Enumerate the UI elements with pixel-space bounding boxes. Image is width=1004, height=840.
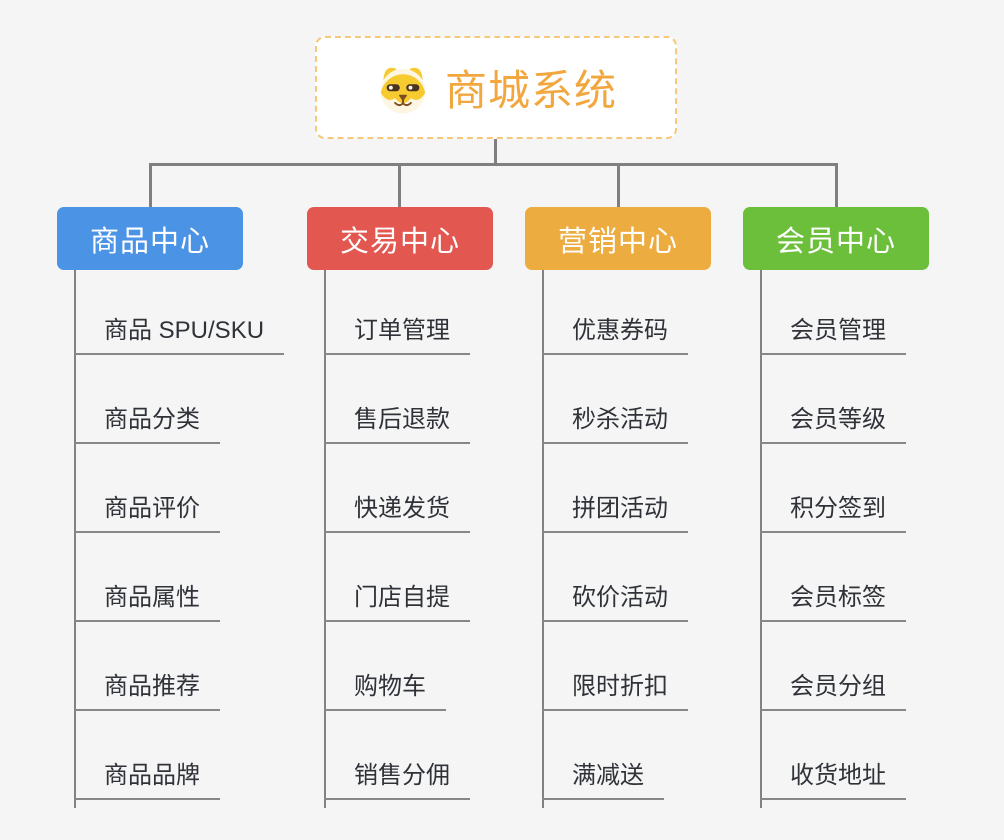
branch-children: 会员管理 会员等级 积分签到 会员标签 会员分组 收货地址 <box>760 266 906 800</box>
child-node: 售后退款 <box>324 355 470 444</box>
branch-head-marketing-center[interactable]: 营销中心 <box>525 207 711 270</box>
child-node-label[interactable]: 会员等级 <box>760 399 906 444</box>
dog-face-icon <box>380 67 426 114</box>
child-node: 商品分类 <box>74 355 284 444</box>
connector-drop-trade <box>398 163 401 208</box>
child-node-label[interactable]: 优惠券码 <box>542 310 688 355</box>
branch-head-member-center[interactable]: 会员中心 <box>743 207 929 270</box>
child-node-label[interactable]: 满减送 <box>542 755 664 800</box>
branch-product-center: 商品中心 商品 SPU/SKU 商品分类 商品评价 商品属性 商品推荐 商品品牌 <box>57 207 307 817</box>
branch-spine <box>324 270 326 808</box>
child-node-label[interactable]: 商品属性 <box>74 577 220 622</box>
child-node-label[interactable]: 订单管理 <box>324 310 470 355</box>
child-node: 商品评价 <box>74 444 284 533</box>
child-node-label[interactable]: 商品推荐 <box>74 666 220 711</box>
child-node-label[interactable]: 砍价活动 <box>542 577 688 622</box>
root-node[interactable]: 商城系统 <box>315 36 677 139</box>
child-node: 会员分组 <box>760 622 906 711</box>
child-node-label[interactable]: 会员管理 <box>760 310 906 355</box>
branch-children: 优惠券码 秒杀活动 拼团活动 砍价活动 限时折扣 满减送 <box>542 266 688 800</box>
connector-drop-member <box>835 163 838 208</box>
child-node: 门店自提 <box>324 533 470 622</box>
child-node: 会员管理 <box>760 266 906 355</box>
connector-drop-marketing <box>617 163 620 208</box>
child-node: 会员标签 <box>760 533 906 622</box>
child-node: 快递发货 <box>324 444 470 533</box>
child-node-label[interactable]: 会员分组 <box>760 666 906 711</box>
root-title: 商城系统 <box>444 67 617 114</box>
child-node: 商品属性 <box>74 533 284 622</box>
child-node-label[interactable]: 限时折扣 <box>542 666 688 711</box>
child-node-label[interactable]: 拼团活动 <box>542 488 688 533</box>
child-node: 秒杀活动 <box>542 355 688 444</box>
child-node: 满减送 <box>542 711 688 800</box>
connector-drop-product <box>149 163 152 208</box>
connector-horizontal <box>149 163 838 166</box>
child-node: 限时折扣 <box>542 622 688 711</box>
child-node: 砍价活动 <box>542 533 688 622</box>
child-node: 优惠券码 <box>542 266 688 355</box>
branch-children: 订单管理 售后退款 快递发货 门店自提 购物车 销售分佣 <box>324 266 470 800</box>
branch-spine <box>74 270 76 808</box>
child-node: 商品 SPU/SKU <box>74 266 285 355</box>
child-node-label[interactable]: 会员标签 <box>760 577 906 622</box>
child-node: 订单管理 <box>324 266 470 355</box>
branch-trade-center: 交易中心 订单管理 售后退款 快递发货 门店自提 购物车 销售分佣 <box>307 207 557 817</box>
branch-head-trade-center[interactable]: 交易中心 <box>307 207 493 270</box>
child-node: 购物车 <box>324 622 470 711</box>
child-node-label[interactable]: 秒杀活动 <box>542 399 688 444</box>
branch-spine <box>542 270 544 808</box>
child-node-label[interactable]: 积分签到 <box>760 488 906 533</box>
child-node-label[interactable]: 收货地址 <box>760 755 906 800</box>
child-node-label[interactable]: 销售分佣 <box>324 755 470 800</box>
child-node: 收货地址 <box>760 711 906 800</box>
child-node: 积分签到 <box>760 444 906 533</box>
child-node: 会员等级 <box>760 355 906 444</box>
child-node-label[interactable]: 购物车 <box>324 666 446 711</box>
child-node-label[interactable]: 商品评价 <box>74 488 220 533</box>
child-node-label[interactable]: 商品品牌 <box>74 755 220 800</box>
branch-children: 商品 SPU/SKU 商品分类 商品评价 商品属性 商品推荐 商品品牌 <box>74 266 285 800</box>
branch-member-center: 会员中心 会员管理 会员等级 积分签到 会员标签 会员分组 收货地址 <box>743 207 993 817</box>
branch-marketing-center: 营销中心 优惠券码 秒杀活动 拼团活动 砍价活动 限时折扣 满减送 <box>525 207 775 817</box>
child-node-label[interactable]: 快递发货 <box>324 488 470 533</box>
connector-root-stub <box>494 139 497 164</box>
child-node: 商品品牌 <box>74 711 284 800</box>
child-node-label[interactable]: 门店自提 <box>324 577 470 622</box>
child-node-label[interactable]: 商品分类 <box>74 399 220 444</box>
child-node-label[interactable]: 售后退款 <box>324 399 470 444</box>
branch-spine <box>760 270 762 808</box>
child-node: 销售分佣 <box>324 711 470 800</box>
child-node: 商品推荐 <box>74 622 284 711</box>
child-node: 拼团活动 <box>542 444 688 533</box>
branch-head-product-center[interactable]: 商品中心 <box>57 207 243 270</box>
child-node-label[interactable]: 商品 SPU/SKU <box>74 310 285 355</box>
